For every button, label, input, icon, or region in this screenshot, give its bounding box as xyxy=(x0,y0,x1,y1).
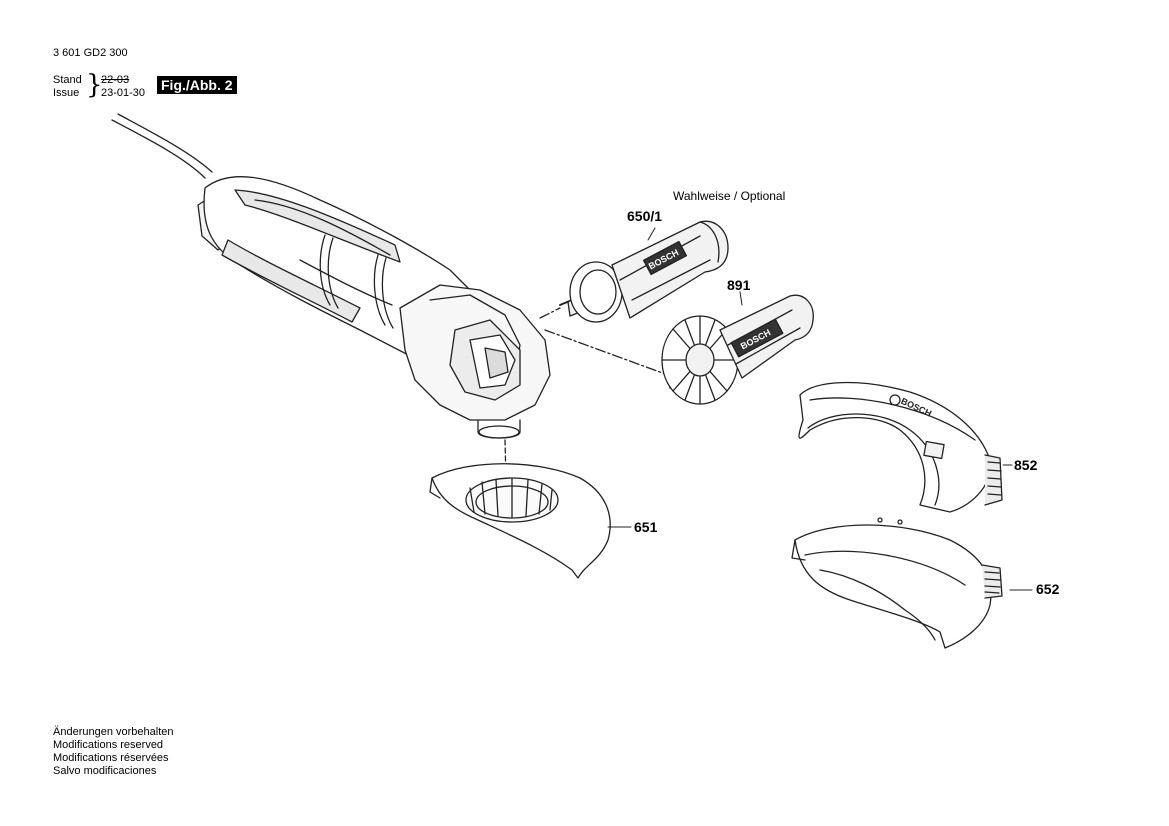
guard-652 xyxy=(791,517,1003,649)
leader-lines xyxy=(607,227,1033,591)
part-label-652: 652 xyxy=(1036,581,1060,597)
part-label-891: 891 xyxy=(727,277,751,293)
angle-grinder xyxy=(197,176,551,521)
document-number: 3 601 GD2 300 xyxy=(53,47,128,59)
figure-label: Fig./Abb. 2 xyxy=(157,76,237,94)
stand-label: Stand xyxy=(53,74,82,86)
issue-label: Issue xyxy=(53,87,80,99)
guard-852 xyxy=(798,381,1003,513)
part-label-650-1: 650/1 xyxy=(627,208,663,224)
side-handle-891 xyxy=(661,294,814,405)
modifications-notice: Änderungen vorbehalten Modifications res… xyxy=(53,726,173,778)
stand-value: 22-03 xyxy=(101,74,130,86)
part-label-651: 651 xyxy=(634,519,658,535)
notice-line-de: Änderungen vorbehalten xyxy=(53,726,174,738)
notice-line-es: Salvo modificaciones xyxy=(53,765,157,777)
assembly-axis-lines xyxy=(539,307,669,376)
side-handle-650-1 xyxy=(559,220,729,323)
power-cord xyxy=(111,113,213,179)
optional-note: Wahlweise / Optional xyxy=(673,189,786,203)
notice-line-en: Modifications reserved xyxy=(53,739,164,751)
guard-651 xyxy=(429,463,611,579)
brace-symbol: } xyxy=(86,70,103,100)
notice-line-fr: Modifications réservées xyxy=(53,752,169,764)
issue-value: 23-01-30 xyxy=(101,87,146,99)
part-label-852: 852 xyxy=(1014,457,1038,473)
